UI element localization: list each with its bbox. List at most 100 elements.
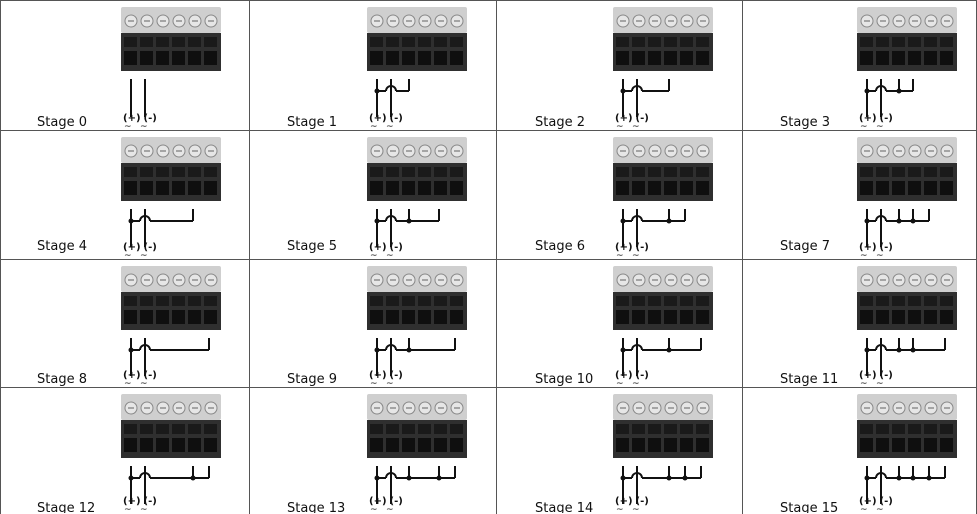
negative-label: (-)	[389, 370, 403, 381]
ac-tilde-mark: ~	[370, 122, 378, 130]
stage-cell: Stage 2(+)(-)~~	[497, 1, 742, 130]
ac-tilde-mark: ~	[616, 122, 624, 130]
wiring-diagram	[121, 137, 221, 247]
positive-label: (+)	[859, 242, 877, 253]
positive-label: (+)	[615, 496, 633, 507]
negative-label: (-)	[143, 496, 157, 507]
positive-label: (+)	[123, 242, 141, 253]
stage-cell: Stage 7(+)(-)~~	[743, 131, 976, 259]
wiring-diagram	[121, 266, 221, 376]
polarity-labels: (+)(-)~~	[615, 242, 649, 259]
wiring-diagram	[613, 7, 713, 117]
negative-label: (-)	[389, 496, 403, 507]
negative-label: (-)	[635, 113, 649, 124]
positive-label: (+)	[123, 496, 141, 507]
positive-label: (+)	[123, 113, 141, 124]
negative-label: (-)	[879, 113, 893, 124]
stage-label: Stage 11	[780, 372, 839, 387]
ac-tilde-mark: ~	[140, 379, 148, 387]
wiring-diagram	[367, 7, 467, 117]
positive-label: (+)	[859, 496, 877, 507]
ac-tilde-mark: ~	[140, 505, 148, 513]
stage-cell: Stage 0 (+)(-)~~	[1, 1, 249, 130]
negative-label: (-)	[879, 242, 893, 253]
polarity-labels: (+)(-)~~	[859, 496, 893, 513]
stage-cell: Stage 11(+)(-)~~	[743, 260, 976, 387]
ac-tilde-mark: ~	[876, 379, 884, 387]
wiring-diagram	[367, 137, 467, 247]
positive-label: (+)	[369, 370, 387, 381]
stage-label: Stage 1	[287, 115, 337, 130]
negative-label: (-)	[389, 242, 403, 253]
wiring-diagram	[367, 394, 467, 504]
ac-tilde-mark: ~	[616, 251, 624, 259]
wiring-diagram	[121, 394, 221, 504]
positive-label: (+)	[369, 113, 387, 124]
negative-label: (-)	[635, 370, 649, 381]
terminal-block-image	[855, 135, 959, 259]
polarity-labels: (+)(-)~~	[123, 496, 157, 513]
ac-tilde-mark: ~	[876, 122, 884, 130]
positive-label: (+)	[369, 496, 387, 507]
ac-tilde-mark: ~	[124, 122, 132, 130]
stage-label: Stage 4	[37, 239, 87, 254]
terminal-block-image	[611, 392, 715, 513]
stage-label: Stage 12	[37, 501, 96, 513]
positive-label: (+)	[615, 242, 633, 253]
polarity-labels: (+)(-)~~	[369, 370, 403, 387]
ac-tilde-mark: ~	[370, 379, 378, 387]
ac-tilde-mark: ~	[860, 251, 868, 259]
ac-tilde-mark: ~	[386, 505, 394, 513]
wiring-diagram	[857, 266, 957, 376]
ac-tilde-mark: ~	[860, 505, 868, 513]
stage-label: Stage 7	[780, 239, 830, 254]
polarity-labels: (+)(-)~~	[615, 496, 649, 513]
terminal-block-image	[611, 135, 715, 259]
ac-tilde-mark: ~	[860, 122, 868, 130]
positive-label: (+)	[615, 370, 633, 381]
ac-tilde-mark: ~	[876, 251, 884, 259]
wiring-diagram	[857, 137, 957, 247]
polarity-labels: (+)(-)~~	[369, 496, 403, 513]
terminal-block-image	[365, 5, 469, 129]
negative-label: (-)	[143, 370, 157, 381]
ac-tilde-mark: ~	[860, 379, 868, 387]
stage-cell: Stage 8 (+)(-)~~	[1, 260, 249, 387]
wiring-diagram	[613, 394, 713, 504]
terminal-block-image	[611, 264, 715, 387]
polarity-labels: (+)(-)~~	[615, 370, 649, 387]
wiring-diagram	[121, 7, 221, 117]
wiring-diagram	[367, 266, 467, 376]
polarity-labels: (+)(-)~~	[123, 113, 157, 130]
negative-label: (-)	[879, 370, 893, 381]
ac-tilde-mark: ~	[124, 505, 132, 513]
stage-cell: Stage 13(+)(-)~~	[250, 388, 496, 513]
stage-label: Stage 15	[780, 501, 839, 513]
terminal-block-image	[855, 5, 959, 129]
wiring-diagram	[857, 394, 957, 504]
positive-label: (+)	[123, 370, 141, 381]
polarity-labels: (+)(-)~~	[859, 242, 893, 259]
ac-tilde-mark: ~	[140, 251, 148, 259]
ac-tilde-mark: ~	[632, 505, 640, 513]
negative-label: (-)	[389, 113, 403, 124]
terminal-block-image	[611, 5, 715, 129]
stage-label: Stage 0	[37, 115, 87, 130]
negative-label: (-)	[143, 242, 157, 253]
terminal-block-image	[119, 264, 223, 387]
stage-cell: Stage 5 (+)(-)~~	[250, 131, 496, 259]
ac-tilde-mark: ~	[386, 122, 394, 130]
terminal-block-image	[855, 392, 959, 513]
terminal-block-image	[119, 135, 223, 259]
ac-tilde-mark: ~	[632, 251, 640, 259]
stage-label: Stage 5	[287, 239, 337, 254]
stage-label: Stage 8	[37, 372, 87, 387]
stage-cell: Stage 15 (+)(-)~~	[743, 388, 976, 513]
polarity-labels: (+)(-)~~	[859, 113, 893, 130]
polarity-labels: (+)(-)~~	[123, 370, 157, 387]
polarity-labels: (+)(-)~~	[615, 113, 649, 130]
polarity-labels: (+)(-)~~	[369, 113, 403, 130]
stage-cell: Stage 1(+)(-)~~	[250, 1, 496, 130]
polarity-labels: (+)(-)~~	[369, 242, 403, 259]
wiring-diagram	[857, 7, 957, 117]
